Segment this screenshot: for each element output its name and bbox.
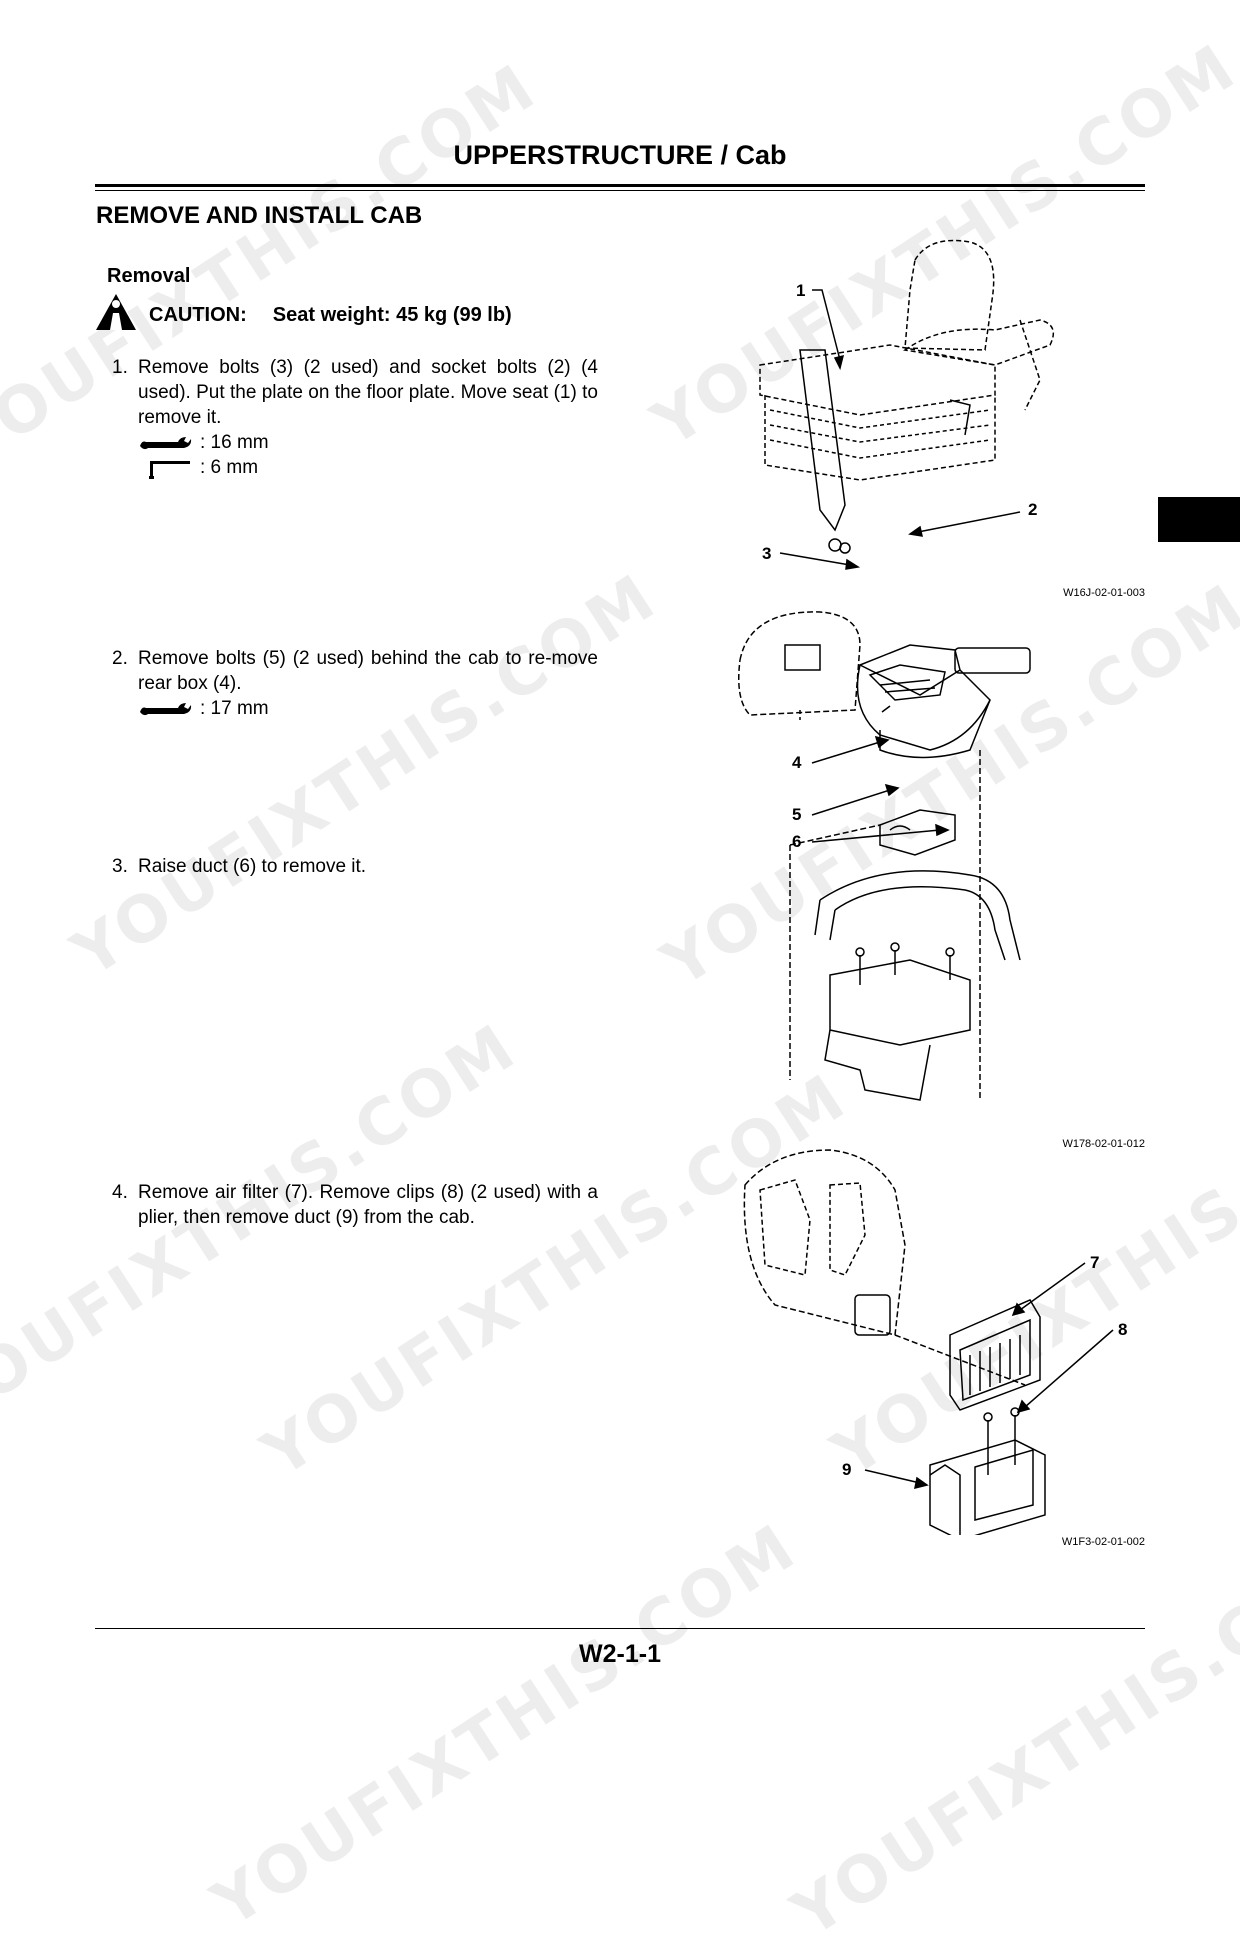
step-text: Raise duct (6) to remove it. [138,856,367,877]
page-header-title: UPPERSTRUCTURE / Cab [453,140,787,170]
step-number: 3. [112,856,128,877]
figure-code: W16J-02-01-003 [1063,587,1145,599]
caution-label: CAUTION: [149,303,247,326]
step-text: Remove air filter (7). Remove clips (8) … [138,1182,598,1228]
tool-spec: : 17 mm [138,696,598,721]
figure-air-filter-removal: 7 8 9 [735,1145,1135,1541]
figure-code: W178-02-01-012 [1062,1138,1145,1150]
footer-rule [95,1628,1145,1629]
step-number: 2. [112,648,128,669]
callout-label: 5 [792,805,802,824]
callout-label: 2 [1028,500,1038,519]
tool-size: : 17 mm [200,698,269,719]
wrench-icon [140,436,192,449]
step-3: 3. Raise duct (6) to remove it. [112,854,598,879]
caution-notice: CAUTION: Seat weight: 45 kg (99 lb) [95,293,512,337]
step-number: 1. [112,357,128,378]
header-rule-thin [95,190,1145,191]
step-2: 2. Remove bolts (5) (2 used) behind the … [112,646,598,721]
callout-label: 4 [792,753,802,772]
tool-spec: : 16 mm [138,430,598,455]
figure-seat-removal: 1 2 3 [740,230,1140,590]
tool-spec: : 6 mm [138,455,598,480]
tool-size: : 16 mm [200,432,269,453]
step-text: Remove bolts (5) (2 used) behind the cab… [138,648,598,694]
caution-text: Seat weight: 45 kg (99 lb) [272,303,512,326]
figure-rear-box-removal: 4 5 6 [730,600,1140,1120]
section-tab-marker [1158,497,1240,542]
section-title: REMOVE AND INSTALL CAB [96,202,423,229]
callout-label: 3 [762,544,772,563]
figure-code: W1F3-02-01-002 [1061,1536,1145,1548]
callout-label: 9 [842,1460,852,1479]
watermark: YOUFIXTHIS.COM [200,1509,811,1943]
step-4: 4. Remove air filter (7). Remove clips (… [112,1180,598,1230]
page-number: W2-1-1 [579,1640,661,1668]
callout-label: 7 [1090,1253,1100,1272]
hex-key-icon [149,460,190,479]
header-rule [95,184,1145,187]
watermark: YOUFIXTHIS.COM [60,559,671,993]
subsection-title: Removal [107,265,191,287]
step-number: 4. [112,1182,128,1203]
step-text: Remove bolts (3) (2 used) and socket bol… [138,357,598,428]
tool-size: : 6 mm [200,457,259,478]
watermark: YOUFIXTHIS.COM [780,1519,1240,1952]
wrench-icon [140,702,192,715]
warning-triangle-icon [95,293,137,337]
callout-label: 8 [1118,1320,1128,1339]
callout-label: 1 [796,281,806,300]
step-1: 1. Remove bolts (3) (2 used) and socket … [112,355,598,480]
callout-label: 6 [792,832,802,851]
